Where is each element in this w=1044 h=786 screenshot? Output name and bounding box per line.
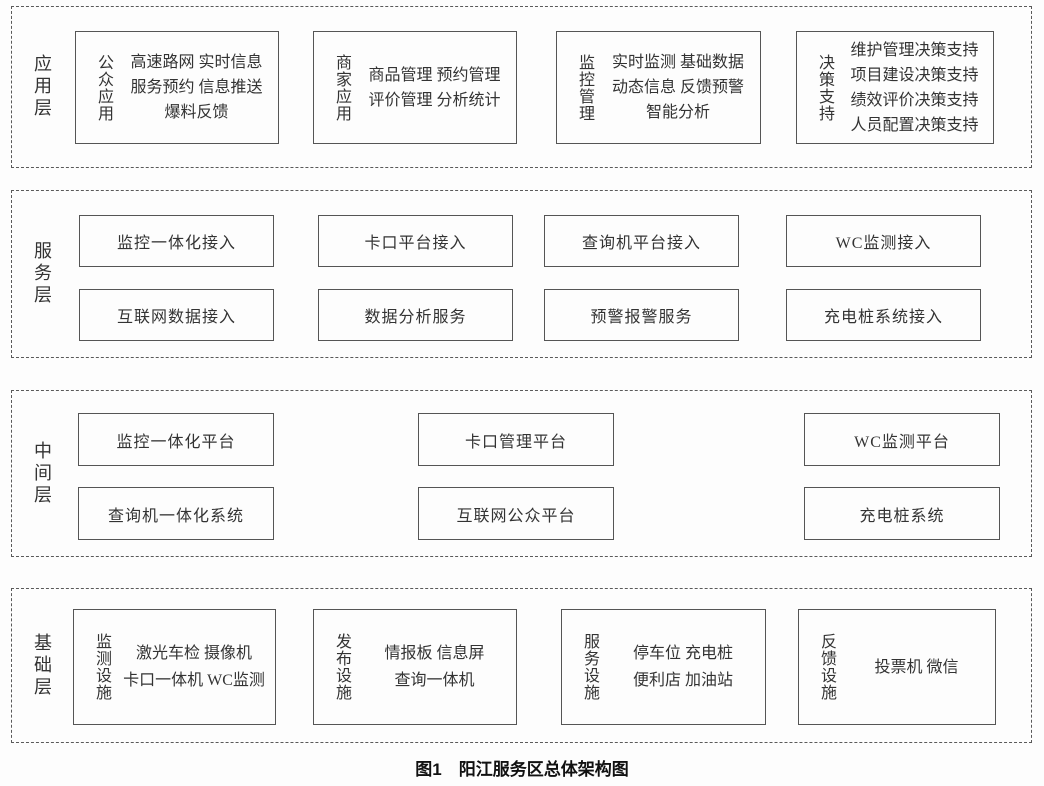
- box-monitoring-management-content: 实时监测 基础数据 动态信息 反馈预警 智能分析: [611, 54, 744, 121]
- box-monitoring-integration-access: 监控一体化接入: [79, 215, 274, 267]
- box-merchant-application-content: 商品管理 预约管理 评价管理 分析统计: [368, 66, 501, 109]
- layer-service: 服务层 监控一体化接入 卡口平台接入 查询机平台接入 WC监测接入 互联网数据接…: [11, 190, 1032, 358]
- box-internet-data-access: 互联网数据接入: [79, 289, 274, 341]
- box-feedback-facilities-content: 投票机 微信: [874, 658, 959, 676]
- figure-caption: 图1 阳江服务区总体架构图: [415, 760, 629, 779]
- box-public-application-tag: 公众应用: [95, 53, 112, 122]
- box-monitoring-integration-platform: 监控一体化平台: [78, 413, 274, 466]
- box-publishing-facilities: 发布设施 情报板 信息屏 查询一体机: [313, 609, 517, 725]
- box-public-application-content: 高速路网 实时信息 服务预约 信息推送 爆料反馈: [130, 54, 263, 121]
- box-internet-public-platform: 互联网公众平台: [418, 487, 614, 540]
- box-kiosk-integration-system: 查询机一体化系统: [78, 487, 274, 540]
- box-monitoring-facilities: 监测设施 激光车检 摄像机 卡口一体机 WC监测: [73, 609, 276, 725]
- layer-base-label: 基础层: [32, 632, 52, 699]
- box-checkpoint-platform-access: 卡口平台接入: [318, 215, 513, 267]
- box-feedback-facilities: 反馈设施 投票机 微信: [798, 609, 996, 725]
- box-publishing-facilities-tag: 发布设施: [333, 633, 350, 701]
- box-charging-pile-system: 充电桩系统: [804, 487, 1000, 540]
- layer-service-label: 服务层: [32, 241, 52, 307]
- layer-application: 应用层 公众应用 高速路网 实时信息 服务预约 信息推送 爆料反馈 商家应用 商…: [11, 6, 1032, 168]
- box-decision-support-tag: 决策支持: [816, 53, 833, 122]
- box-monitoring-facilities-tag: 监测设施: [93, 633, 110, 701]
- box-wc-monitoring-platform: WC监测平台: [804, 413, 1000, 466]
- box-feedback-facilities-tag: 反馈设施: [818, 633, 835, 701]
- box-public-application: 公众应用 高速路网 实时信息 服务预约 信息推送 爆料反馈: [75, 31, 279, 144]
- box-monitoring-facilities-content: 激光车检 摄像机 卡口一体机 WC监测: [123, 645, 265, 689]
- box-warning-alarm-service: 预警报警服务: [544, 289, 739, 341]
- box-service-facilities-content: 停车位 充电桩 便利店 加油站: [632, 645, 733, 689]
- box-decision-support: 决策支持 维护管理决策支持 项目建设决策支持 绩效评价决策支持 人员配置决策支持: [796, 31, 994, 144]
- box-charging-pile-access: 充电桩系统接入: [786, 289, 981, 341]
- box-monitoring-management-tag: 监控管理: [576, 53, 593, 122]
- box-wc-monitoring-access: WC监测接入: [786, 215, 981, 267]
- box-merchant-application: 商家应用 商品管理 预约管理 评价管理 分析统计: [313, 31, 517, 144]
- box-service-facilities: 服务设施 停车位 充电桩 便利店 加油站: [561, 609, 766, 725]
- box-service-facilities-tag: 服务设施: [581, 633, 598, 701]
- box-merchant-application-tag: 商家应用: [333, 53, 350, 122]
- box-decision-support-content: 维护管理决策支持 项目建设决策支持 绩效评价决策支持 人员配置决策支持: [850, 41, 979, 134]
- box-kiosk-platform-access: 查询机平台接入: [544, 215, 739, 267]
- layer-middle: 中间层 监控一体化平台 卡口管理平台 WC监测平台 查询机一体化系统 互联网公众…: [11, 390, 1032, 557]
- layer-base: 基础层 监测设施 激光车检 摄像机 卡口一体机 WC监测 发布设施 情报板 信息…: [11, 588, 1032, 743]
- box-monitoring-management: 监控管理 实时监测 基础数据 动态信息 反馈预警 智能分析: [556, 31, 761, 144]
- box-publishing-facilities-content: 情报板 信息屏 查询一体机: [384, 645, 485, 689]
- box-data-analysis-service: 数据分析服务: [318, 289, 513, 341]
- layer-middle-label: 中间层: [32, 440, 52, 507]
- layer-application-label: 应用层: [32, 54, 52, 120]
- box-checkpoint-management-platform: 卡口管理平台: [418, 413, 614, 466]
